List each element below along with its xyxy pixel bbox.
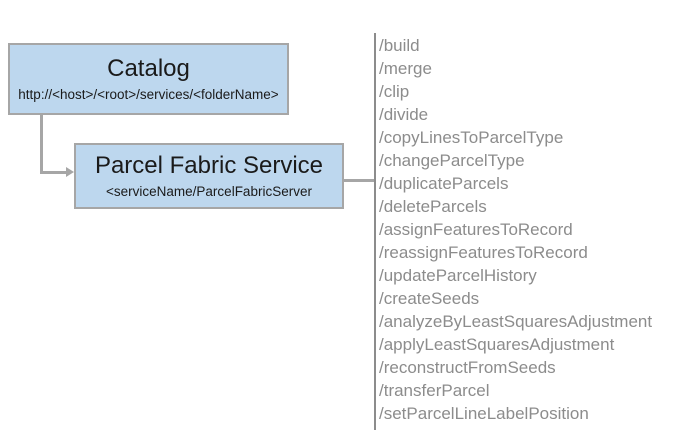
endpoint-item: /deleteParcels: [379, 197, 487, 216]
arrowhead-right-icon: [66, 167, 74, 177]
endpoint-item: /clip: [379, 82, 410, 101]
parcel-fabric-service-node: Parcel Fabric Service <serviceName/Parce…: [74, 143, 344, 209]
endpoint-item: /setParcelLineLabelPosition: [379, 404, 589, 423]
catalog-url-template: http://<host>/<root>/services/<folderNam…: [18, 87, 279, 103]
catalog-to-service-connector-horizontal: [40, 171, 67, 174]
endpoint-item: /assignFeaturesToRecord: [379, 220, 573, 239]
endpoint-item: /updateParcelHistory: [379, 266, 537, 285]
endpoint-item: /reconstructFromSeeds: [379, 358, 556, 377]
endpoint-item: /reassignFeaturesToRecord: [379, 243, 588, 262]
catalog-to-service-connector-vertical: [40, 115, 43, 173]
endpoint-item: /duplicateParcels: [379, 174, 509, 193]
service-to-endpoints-connector: [344, 179, 374, 182]
service-url-template: <serviceName/ParcelFabricServer: [106, 184, 312, 200]
endpoint-item: /createSeeds: [379, 289, 480, 308]
endpoints-divider-line: [374, 33, 376, 430]
catalog-title: Catalog: [107, 55, 190, 83]
endpoint-item: /analyzeByLeastSquaresAdjustment: [379, 312, 653, 331]
endpoint-item: /divide: [379, 105, 429, 124]
endpoints-list: /build/merge/clip/divide/copyLinesToParc…: [379, 34, 652, 425]
endpoint-item: /merge: [379, 59, 432, 78]
catalog-node: Catalog http://<host>/<root>/services/<f…: [8, 43, 289, 115]
endpoint-item: /transferParcel: [379, 381, 490, 400]
endpoint-item: /copyLinesToParcelType: [379, 128, 564, 147]
endpoint-item: /build: [379, 36, 420, 55]
endpoint-item: /applyLeastSquaresAdjustment: [379, 335, 615, 354]
endpoint-item: /changeParcelType: [379, 151, 525, 170]
service-title: Parcel Fabric Service: [94, 152, 324, 180]
